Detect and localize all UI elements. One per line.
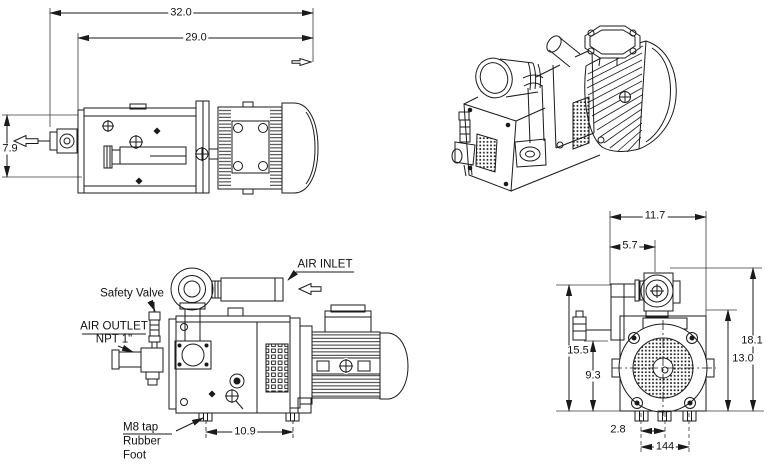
- inlet-pipe: [174, 302, 212, 370]
- inlet-flow-arrow-icon: [297, 282, 322, 296]
- label-rubber: Rubber: [123, 435, 161, 448]
- side-motor-end-cap: [379, 332, 409, 400]
- exhaust-muffler: [56, 128, 78, 154]
- dim-text-foot-spacing: 10.9: [232, 425, 258, 438]
- front-view-pump: [572, 272, 716, 422]
- iso-vent-grid-front: [475, 133, 498, 173]
- top-view-pump: [38, 100, 319, 195]
- rubber-foot-left: [198, 412, 213, 422]
- dim-text-outlet-height: 7.9: [0, 142, 20, 155]
- label-air-outlet: AIR OUTLET: [80, 320, 148, 333]
- label-foot: Foot: [123, 449, 147, 462]
- dim-text-foot-span: 144: [653, 440, 677, 453]
- dim-text-overall-width: 11.7: [642, 209, 668, 222]
- label-air-outlet-npt: NPT 1": [95, 333, 133, 346]
- ref-arrow-icon: [291, 57, 313, 67]
- dim-text-foot-pitch: 2.8: [608, 423, 628, 436]
- iso-outlet-assembly: [451, 111, 476, 177]
- dim-text-center-height: 9.3: [583, 369, 603, 382]
- iso-motor: [584, 25, 677, 153]
- iso-inlet-filter: [475, 57, 542, 99]
- top-view: [2, 8, 319, 195]
- exhaust-flange: [49, 131, 58, 151]
- name-plate: [265, 343, 289, 393]
- front-view: [556, 211, 764, 452]
- iso-silencer-tube: [546, 35, 581, 68]
- dim-text-body-height: 13.0: [730, 352, 756, 365]
- motor-screws: [233, 123, 268, 171]
- motor-end-cap: [281, 102, 319, 194]
- label-safety-valve: Safety Valve: [100, 287, 164, 300]
- front-fan-cover: [612, 320, 716, 416]
- side-view-pump-body: [168, 307, 300, 422]
- top-view-extension-lines: [2, 8, 314, 178]
- iso-terminal-box: [584, 25, 641, 67]
- dim-text-valve-offset: 5.7: [620, 239, 640, 252]
- dim-text-overall-length: 32.0: [168, 6, 194, 19]
- iso-vent-grid-mid: [572, 96, 590, 150]
- front-outlet-elbow: [572, 283, 636, 341]
- isometric-view: [451, 25, 677, 192]
- side-terminal-box: [324, 304, 372, 333]
- side-view-motor: [289, 304, 409, 414]
- dim-text-valve-height: 15.5: [565, 344, 591, 357]
- dim-text-overall-height: 18.1: [739, 334, 765, 347]
- inlet-filter: [170, 267, 214, 311]
- label-air-inlet: AIR INLET: [297, 258, 353, 271]
- iso-intake-pipe: [514, 74, 547, 168]
- front-safety-valve: [634, 272, 681, 318]
- label-m8-tap: M8 tap: [123, 421, 159, 434]
- air-outlet-tee: [111, 347, 164, 386]
- side-view: [82, 267, 409, 438]
- rubber-foot-right: [285, 412, 300, 422]
- dim-text-body-length: 29.0: [183, 31, 209, 44]
- safety-valve: [148, 302, 161, 348]
- front-feet: [634, 410, 697, 422]
- inlet-silencer: [211, 277, 284, 302]
